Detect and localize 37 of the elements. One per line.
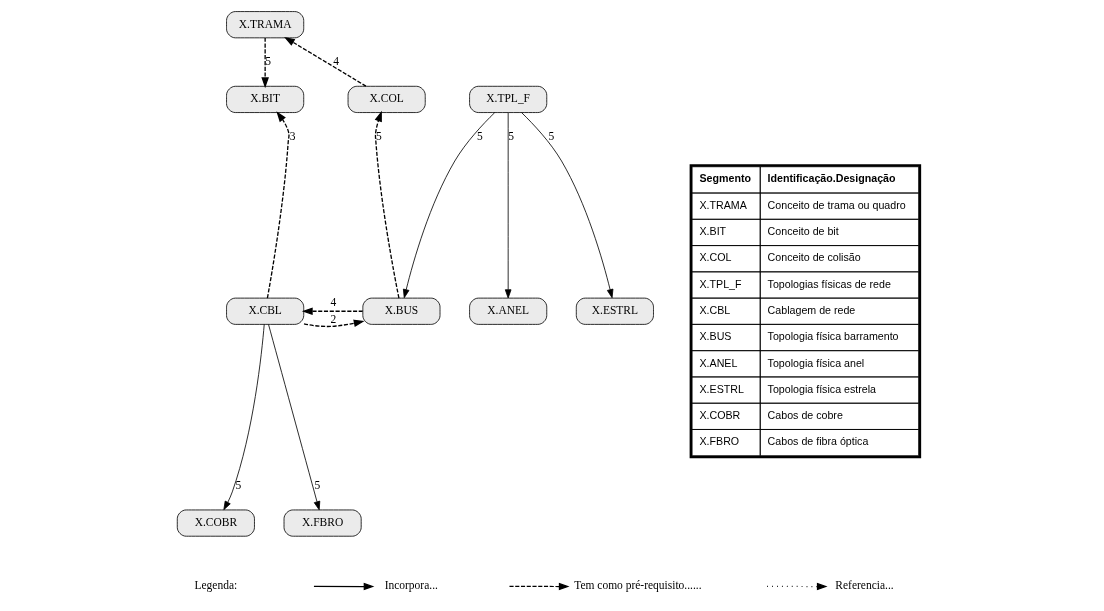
edge-label: 5 <box>547 129 554 142</box>
label: Topologia física anel <box>767 356 864 369</box>
edge-label: 4 <box>332 55 339 68</box>
label: Conceito de bit <box>767 225 839 238</box>
label: X.ESTRL <box>698 382 744 395</box>
edge-label: 4 <box>329 295 336 308</box>
label: X.COBR <box>698 409 740 422</box>
label: Legenda: <box>194 579 237 592</box>
edge-label: 5 <box>375 129 382 142</box>
edge-label: 5 <box>264 55 271 68</box>
label: Topologia física barramento <box>767 330 899 343</box>
legend-label: Incorpora... <box>384 579 438 592</box>
legend-label: Tem como pré-requisito...... <box>573 579 702 592</box>
label: X.ANEL <box>698 356 737 369</box>
label: Conceito de colisão <box>767 251 861 264</box>
label: Cabos de cobre <box>767 409 843 422</box>
edge-label: 2 <box>329 312 336 325</box>
label: X.TRAMA <box>698 198 747 211</box>
edge-label: 5 <box>507 129 514 142</box>
edge-label: 5 <box>313 478 320 491</box>
label: Topologias físicas de rede <box>767 277 891 290</box>
label: Cabos de fibra óptica <box>767 435 868 448</box>
label: X.CBL <box>698 304 730 317</box>
edge-label: 5 <box>235 478 241 491</box>
label: X.FBRO <box>698 435 739 448</box>
label: Topologia física estrela <box>767 382 876 395</box>
label: X.COL <box>698 251 731 264</box>
label: Identificação.Designação <box>767 171 896 184</box>
label: X.BIT <box>698 225 726 238</box>
label: X.BUS <box>698 330 731 343</box>
label: Segmento <box>698 171 751 184</box>
edge-label: 5 <box>476 129 483 142</box>
edge-label: 3 <box>289 129 296 142</box>
label: Cablagem de rede <box>767 304 855 317</box>
legend-label: Referencia... <box>834 579 894 592</box>
label: X.TPL_F <box>698 277 742 290</box>
label: Conceito de trama ou quadro <box>767 198 906 211</box>
